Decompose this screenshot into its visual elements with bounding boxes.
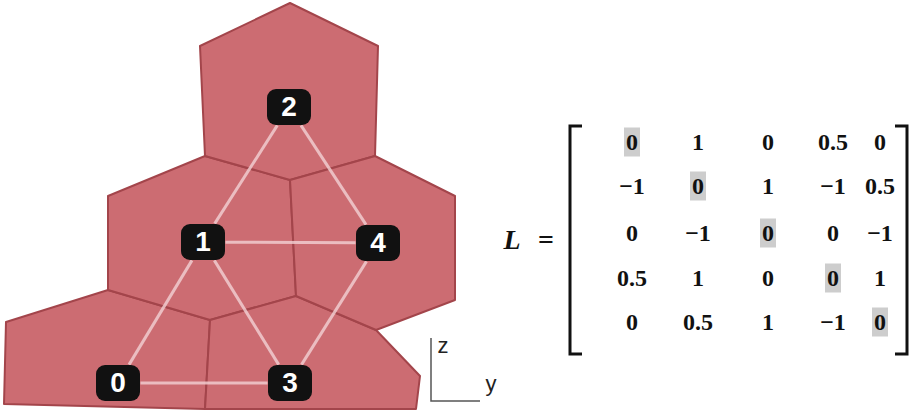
cell-polygon bbox=[200, 3, 378, 180]
matrix-entry: 0 bbox=[760, 219, 776, 248]
matrix-bracket bbox=[570, 126, 582, 354]
cell-region: 0 bbox=[4, 290, 210, 409]
matrix-entry: 1 bbox=[872, 264, 888, 293]
node-number: 1 bbox=[181, 224, 225, 260]
matrix-entry: 0 bbox=[825, 219, 841, 248]
matrix-entry: −1 bbox=[818, 172, 848, 201]
matrix-entry: 0 bbox=[760, 264, 776, 293]
node-number: 2 bbox=[267, 89, 311, 125]
matrix-entry: −1 bbox=[865, 219, 895, 248]
matrix-entry: −1 bbox=[683, 219, 713, 248]
axis-label: z bbox=[438, 333, 449, 359]
axis-label: y bbox=[486, 371, 497, 397]
matrix-entry: 0.5 bbox=[863, 172, 897, 201]
cell-polygon bbox=[290, 156, 455, 330]
matrix-entry: 0.5 bbox=[816, 128, 850, 157]
matrix-entry: 0.5 bbox=[681, 308, 715, 337]
matrix-entry: 0 bbox=[624, 128, 640, 157]
cell-polygon bbox=[108, 156, 296, 320]
node-number: 4 bbox=[356, 225, 400, 261]
matrix-entry: 0 bbox=[825, 264, 841, 293]
node-number: 3 bbox=[268, 365, 312, 401]
cell-region: 3 bbox=[205, 296, 420, 409]
matrix-entry: 0 bbox=[624, 219, 640, 248]
matrix-entry: 0 bbox=[690, 172, 706, 201]
matrix-entry: 0 bbox=[624, 308, 640, 337]
equation-symbol: = bbox=[538, 224, 554, 256]
equation-symbol: L bbox=[503, 224, 520, 256]
matrix-bracket bbox=[895, 126, 907, 354]
cell-region: 4 bbox=[290, 156, 455, 330]
node-number: 0 bbox=[96, 365, 140, 401]
matrix-entry: 1 bbox=[760, 308, 776, 337]
matrix-entry: 0 bbox=[872, 308, 888, 337]
matrix-entry: 0.5 bbox=[615, 264, 649, 293]
matrix-entry: 1 bbox=[690, 264, 706, 293]
cell-region: 2 bbox=[200, 3, 378, 180]
cell-outline bbox=[205, 296, 420, 409]
matrix-entry: 0 bbox=[760, 128, 776, 157]
matrix-entry: −1 bbox=[818, 308, 848, 337]
matrix-entry: 1 bbox=[690, 128, 706, 157]
cell-region: 1 bbox=[108, 156, 296, 320]
matrix-entry: 0 bbox=[872, 128, 888, 157]
matrix-entry: −1 bbox=[617, 172, 647, 201]
matrix-entry: 1 bbox=[760, 172, 776, 201]
